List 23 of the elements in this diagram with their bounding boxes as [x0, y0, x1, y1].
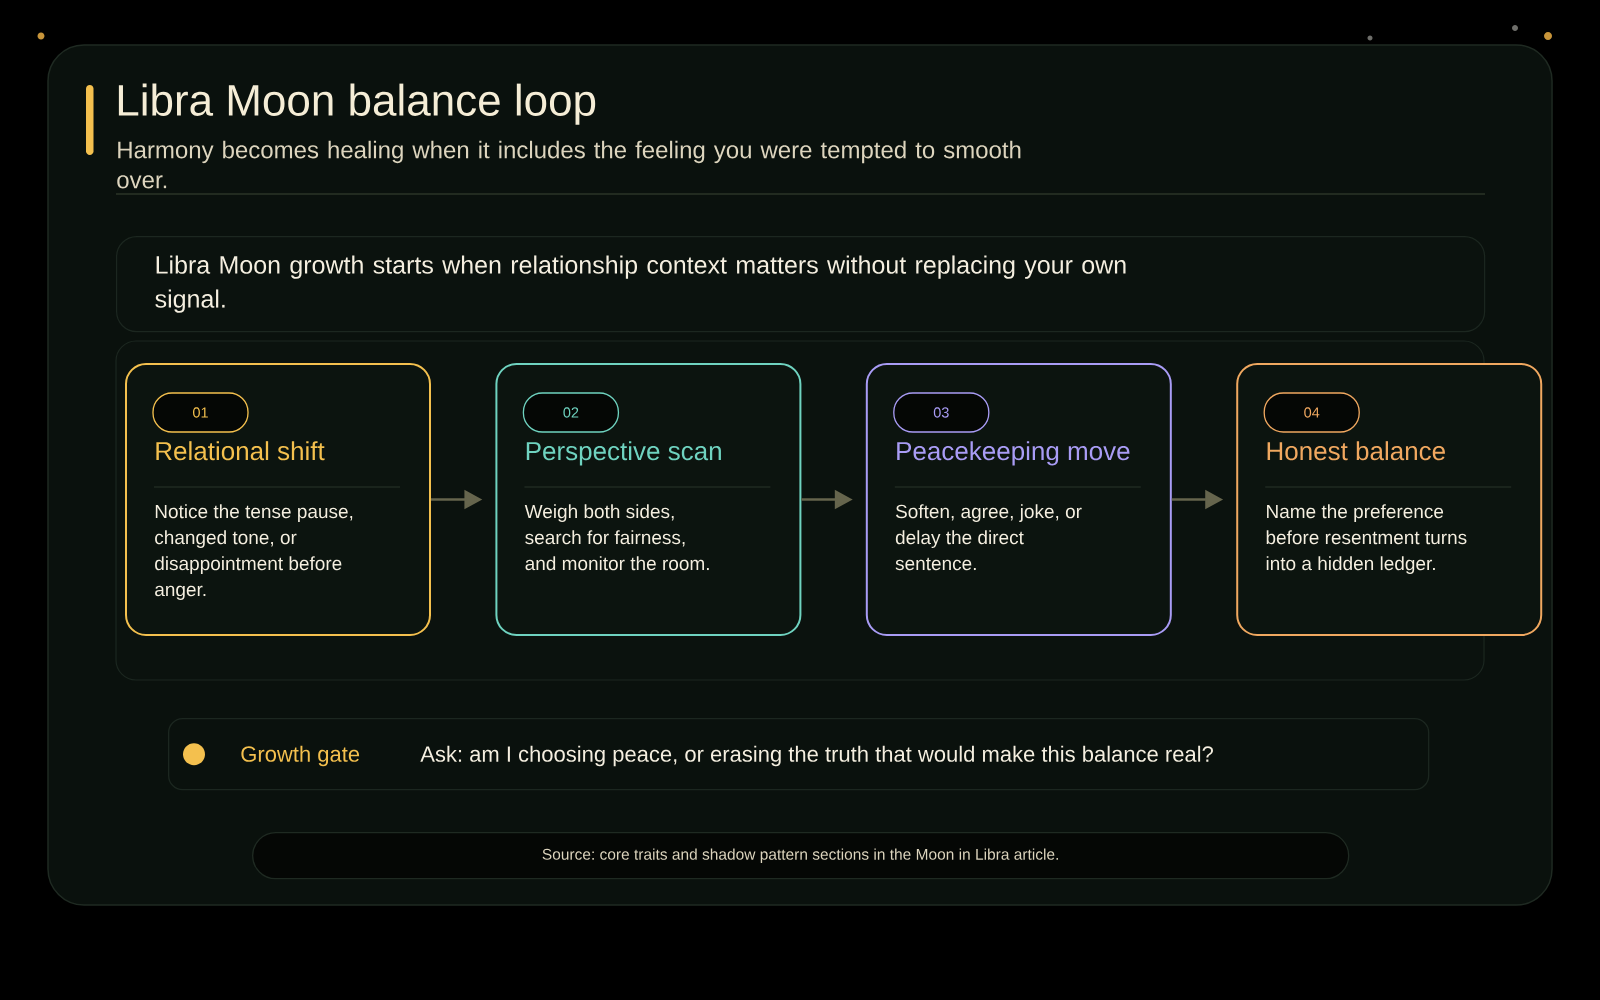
step-description: Soften, agree, joke, or delay the direct sentence. [895, 504, 1082, 571]
step-card [125, 363, 431, 636]
callout-heading: Growth gate [241, 745, 360, 767]
step-title: Honest balance [1267, 441, 1445, 461]
step-title: Peacekeeping move [897, 441, 1130, 466]
step-card [1236, 363, 1543, 636]
step-card [495, 363, 802, 636]
step-title: Relational shift [156, 441, 325, 461]
step-title: Perspective scan [526, 441, 721, 466]
number-badge: 04 [1263, 392, 1360, 433]
number-badge: 02 [522, 392, 620, 433]
summary-box: Libra Moon growth starts when relationship context matters without replacing your own signal. [116, 236, 1486, 333]
number-badge: 01 [152, 392, 249, 433]
number-badge: 03 [893, 392, 990, 433]
step-description: Name the preference before resentment turns into a hidden ledger. [1266, 504, 1467, 574]
callout-text: Ask: am I choosing peace, or erasing the truth that would make this balance real? [420, 745, 1213, 767]
subtitle: Harmony becomes healing when it includes the feeling you were tempted to smooth over. [117, 140, 1021, 189]
callout-bar [168, 718, 1430, 791]
source-note: Source: core traits and shadow pattern sections in the Moon in Libra article. [252, 832, 1350, 880]
step-description: Notice the tense pause, changed tone, or disappointment before anger. [155, 504, 353, 600]
title: Libra Moon balance loop [118, 83, 596, 125]
step-card [865, 363, 1172, 636]
step-description: Weigh both sides, search for fairness, and monitor the room. [524, 504, 709, 571]
